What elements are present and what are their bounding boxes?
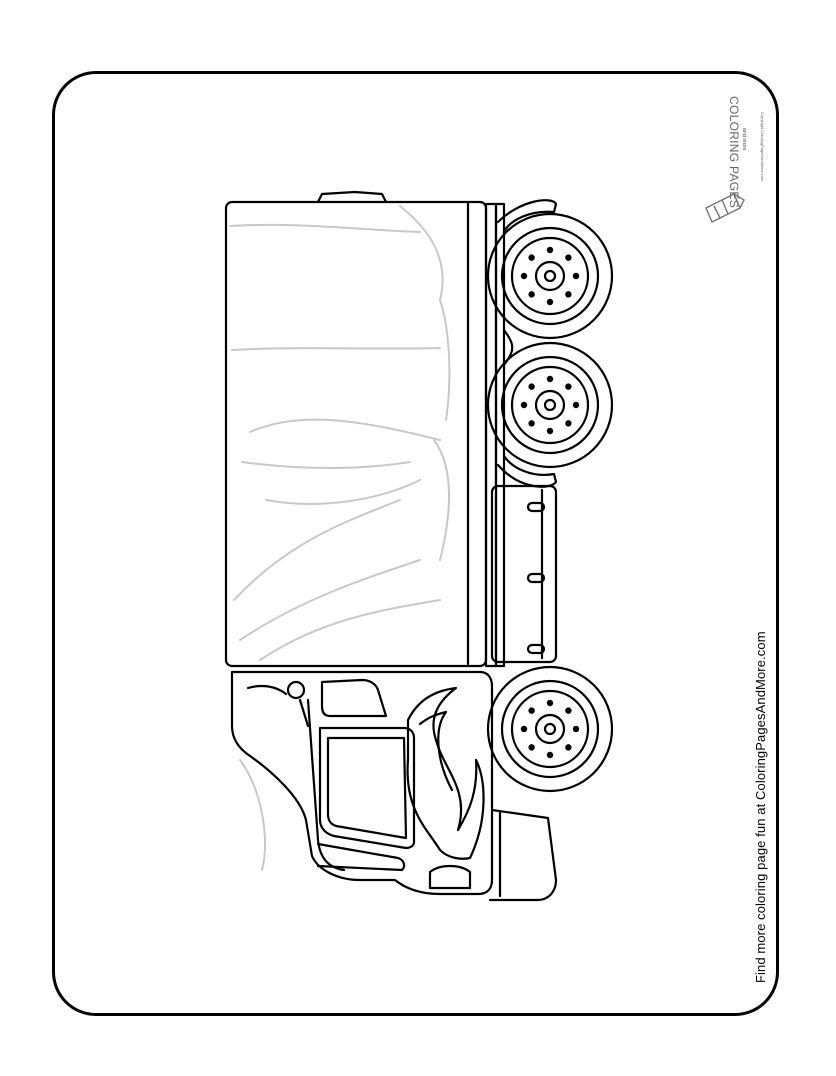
lug-nut xyxy=(528,383,535,390)
lug-nut xyxy=(528,744,535,751)
lug-nut xyxy=(546,246,554,254)
flame-decal xyxy=(406,686,485,860)
cargo-box xyxy=(224,200,488,668)
lug-nut xyxy=(520,401,528,409)
footer-link-text: Find more coloring page fun at ColoringP… xyxy=(753,631,768,983)
lug-nut xyxy=(572,401,580,409)
mirror xyxy=(286,680,306,700)
fuel-tank xyxy=(490,484,558,664)
logo-subtitle: and more xyxy=(741,128,747,151)
page-border xyxy=(52,71,779,1016)
lug-nut xyxy=(565,707,572,714)
rear-wheel-2 xyxy=(486,341,614,469)
lug-nut xyxy=(528,254,535,261)
lug-nut xyxy=(520,272,528,280)
cab-door xyxy=(318,726,416,850)
logo-copyright: Copyright ColoringPagesAndMore.com xyxy=(760,112,765,182)
lug-nut xyxy=(546,751,554,759)
lug-nut xyxy=(546,699,554,707)
rear-wheel-1 xyxy=(486,212,614,340)
lug-nut xyxy=(528,707,535,714)
lug-nut xyxy=(565,383,572,390)
rear-fender xyxy=(496,199,558,234)
lug-nut xyxy=(565,254,572,261)
lug-nut xyxy=(528,291,535,298)
lug-nut xyxy=(546,298,554,306)
lug-nut xyxy=(520,725,528,733)
roof-hatch xyxy=(316,190,388,204)
lug-nut xyxy=(572,272,580,280)
wheel-lug-nuts xyxy=(520,246,580,759)
lug-nut xyxy=(572,725,580,733)
front-wheel xyxy=(486,665,614,793)
lug-nut xyxy=(546,375,554,383)
lug-nut xyxy=(565,291,572,298)
cab-body xyxy=(230,670,494,896)
lug-nut xyxy=(565,744,572,751)
logo-title: COLORING PAGES xyxy=(727,96,741,209)
lug-nut xyxy=(528,420,535,427)
lug-nut xyxy=(546,427,554,435)
crayon-icon xyxy=(705,193,745,223)
cab-window xyxy=(320,678,388,718)
lug-nut xyxy=(565,420,572,427)
